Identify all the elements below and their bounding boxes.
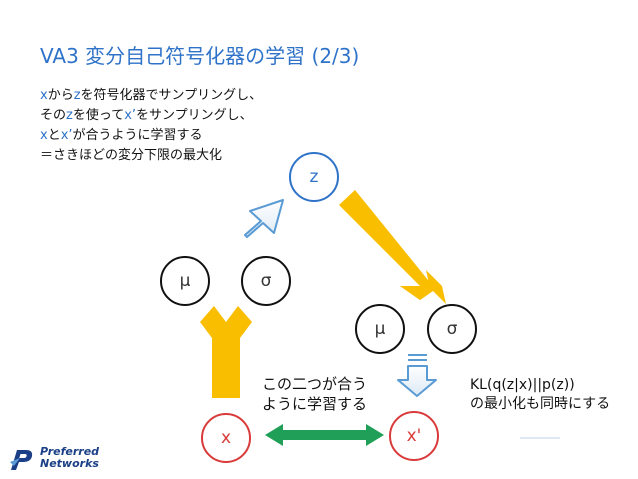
sample-x-prime-arrow [397,354,437,397]
description: xからzを符号化器でサンプリングし、 そのzを使ってx’をサンプリングし、 xと… [40,86,262,166]
logo-wordmark: Preferred Networks [40,446,99,470]
node-x: x [201,413,251,463]
node-mu-encoder: μ [160,256,210,306]
description-line-3: xとx’が合うように学習する [40,126,262,146]
match-annotation-line-1: この二つが合う [262,375,368,393]
text-segment: から [47,88,74,103]
var-x-prime: x’ [124,108,137,123]
match-double-arrow [265,424,384,446]
node-z: z [289,152,339,202]
kl-annotation-line-2: の最小化も同時にする [470,396,611,412]
preferred-networks-logo: Preferred Networks [8,446,108,476]
kl-annotation: KL(q(z|x)||p(z)) の最小化も同時にする [470,376,610,414]
var-z: z [73,88,81,103]
kl-annotation-line-1: KL(q(z|x)||p(z)) [470,377,575,393]
text-segment: を使って [72,108,125,123]
text-segment: をサンプリングし、 [136,108,253,123]
encoder-split-arrow [200,306,252,398]
description-line-1: xからzを符号化器でサンプリングし、 [40,86,262,106]
node-sigma-decoder: σ [427,304,477,354]
logo-line-2: Networks [40,457,99,470]
node-mu-decoder: μ [355,304,405,354]
match-annotation-line-2: ように学習する [262,395,368,413]
text-segment: を符号化器でサンプリングし、 [80,88,263,103]
var-x-prime: x’ [60,128,73,143]
logo-mark-icon [10,450,33,470]
text-segment: その [40,108,67,123]
description-line-4: ＝さきほどの変分下限の最大化 [40,148,223,163]
var-x: x [40,88,48,103]
page-title: VA3 変分自己符号化器の学習 (2/3) [40,44,360,68]
text-segment: が合うように学習する [72,128,203,143]
text-segment: と [47,128,61,143]
node-sigma-encoder: σ [241,256,291,306]
match-annotation: この二つが合う ように学習する [262,374,367,414]
var-z: z [66,108,73,123]
node-x-prime: x' [389,411,439,461]
var-x: x [40,128,48,143]
logo-line-1: Preferred [40,445,100,458]
description-line-2: そのzを使ってx’をサンプリングし、 [40,106,262,126]
decoder-arrow [339,190,446,304]
sample-z-arrow [244,199,284,238]
